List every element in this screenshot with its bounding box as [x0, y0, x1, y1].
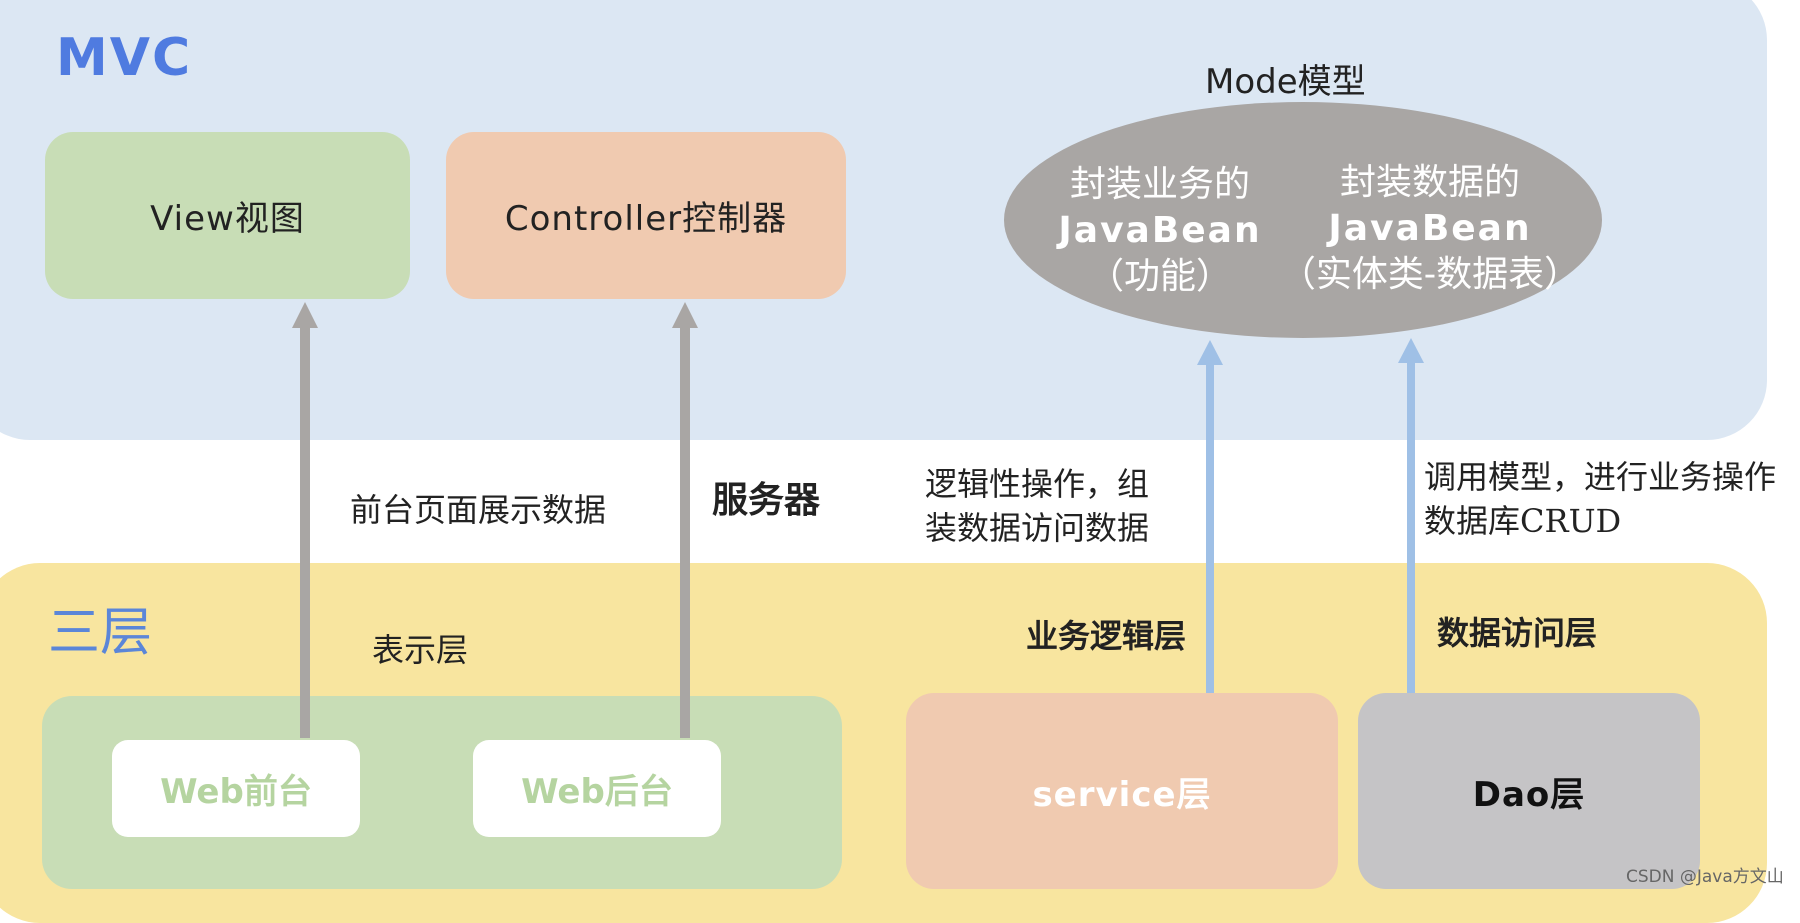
call-model-line-2: 数据库CRUD [1424, 502, 1622, 540]
frontend-display-label: 前台页面展示数据 [350, 491, 607, 529]
model-right-line-1: 封装数据的 [1339, 162, 1520, 203]
service-layer-box: service层 [906, 693, 1338, 889]
service-label: service层 [1032, 774, 1212, 815]
arrow-service-to-model [1197, 340, 1223, 693]
web-back-box: Web后台 [473, 740, 721, 837]
call-model-line-1: 调用模型，进行业务操作 [1424, 458, 1777, 496]
mvc-title: MVC [56, 28, 193, 88]
arrow-dao-to-model [1398, 338, 1424, 693]
view-label: View视图 [150, 199, 305, 239]
web-back-label: Web后台 [521, 772, 673, 812]
controller-box: Controller控制器 [446, 132, 846, 299]
call-model-label: 调用模型，进行业务操作 数据库CRUD [1424, 455, 1776, 543]
watermark: CSDN @Java方文山 [1626, 867, 1784, 887]
business-layer-label: 业务逻辑层 [1026, 617, 1187, 655]
view-box: View视图 [45, 132, 410, 299]
model-business-javabean: 封装业务的 JavaBean （功能） [1040, 162, 1280, 300]
model-label: Mode模型 [1205, 62, 1366, 102]
data-access-layer-label: 数据访问层 [1437, 614, 1598, 652]
logic-ops-line-1: 逻辑性操作，组 [925, 465, 1150, 503]
logic-ops-line-2: 装数据访问数据 [925, 509, 1150, 547]
server-label: 服务器 [712, 479, 821, 521]
controller-label: Controller控制器 [504, 199, 788, 239]
model-ellipse [1004, 102, 1602, 338]
logic-ops-label: 逻辑性操作，组 装数据访问数据 [925, 462, 1149, 550]
arrow-web-front-to-view [292, 302, 318, 738]
presentation-layer-label: 表示层 [372, 631, 469, 669]
dao-label: Dao层 [1472, 774, 1586, 815]
arrow-web-back-to-controller [672, 302, 698, 738]
model-left-line-2: JavaBean [1058, 210, 1262, 251]
model-left-line-3: （功能） [1087, 256, 1232, 297]
web-front-label: Web前台 [160, 772, 312, 812]
dao-layer-box: Dao层 [1358, 693, 1700, 889]
model-right-line-2: JavaBean [1328, 208, 1532, 249]
model-left-line-1: 封装业务的 [1069, 164, 1250, 205]
connector-arrows [292, 302, 1424, 738]
three-tier-title: 三层 [48, 603, 153, 663]
model-right-line-3: （实体类-数据表） [1279, 254, 1581, 295]
model-data-javabean: 封装数据的 JavaBean （实体类-数据表） [1270, 160, 1590, 298]
web-front-box: Web前台 [112, 740, 360, 837]
